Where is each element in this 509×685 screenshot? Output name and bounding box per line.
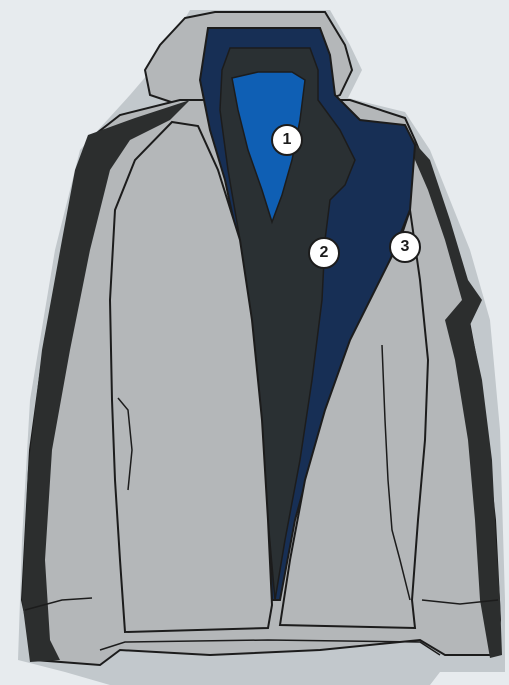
callout-marker-2: 2 xyxy=(308,237,340,269)
callout-marker-3: 3 xyxy=(389,231,421,263)
callout-marker-1: 1 xyxy=(271,124,303,156)
